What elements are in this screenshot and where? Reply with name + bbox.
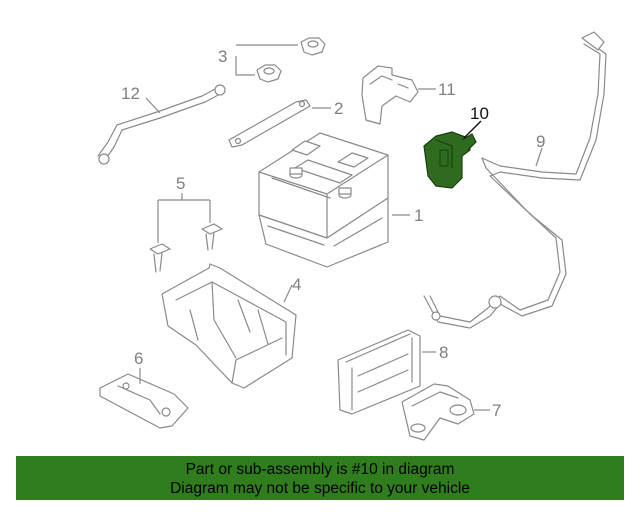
leader-5 <box>157 193 211 243</box>
parts-diagram: 12 3 2 11 1 <box>97 31 607 441</box>
callout-1: 1 <box>414 206 423 225</box>
callout-4: 4 <box>292 275 301 294</box>
info-banner: Part or sub-assembly is #10 in diagram D… <box>16 456 624 500</box>
callout-8: 8 <box>439 343 448 362</box>
part-10-highlighted <box>423 131 477 189</box>
part-7-bracket <box>401 383 475 441</box>
leader-12 <box>145 97 161 114</box>
leader-4 <box>283 284 293 303</box>
part-11-bracket <box>361 65 419 125</box>
callout-6: 6 <box>134 349 143 368</box>
part-3-nuts <box>256 37 326 83</box>
part-9-cable <box>423 31 607 329</box>
part-2-holddown <box>228 99 311 148</box>
banner-line-1: Part or sub-assembly is #10 in diagram <box>185 461 455 478</box>
leader-10 <box>463 120 482 139</box>
callout-5: 5 <box>176 174 185 193</box>
callout-2: 2 <box>334 99 343 118</box>
leader-3 <box>235 44 298 76</box>
part-12-cable <box>97 84 226 165</box>
part-5-bolts <box>149 223 223 273</box>
part-8-shield <box>337 329 421 415</box>
callout-10: 10 <box>470 104 489 123</box>
callout-12: 12 <box>121 84 140 103</box>
part-1-battery <box>258 132 389 268</box>
leader-9 <box>535 147 543 167</box>
part-4-tray <box>161 263 297 389</box>
callout-9: 9 <box>536 132 545 151</box>
callout-7: 7 <box>492 401 501 420</box>
part-6-bracket <box>99 373 189 429</box>
callout-11: 11 <box>438 80 456 99</box>
callout-3: 3 <box>218 47 227 66</box>
banner-line-2: Diagram may not be specific to your vehi… <box>170 480 470 497</box>
